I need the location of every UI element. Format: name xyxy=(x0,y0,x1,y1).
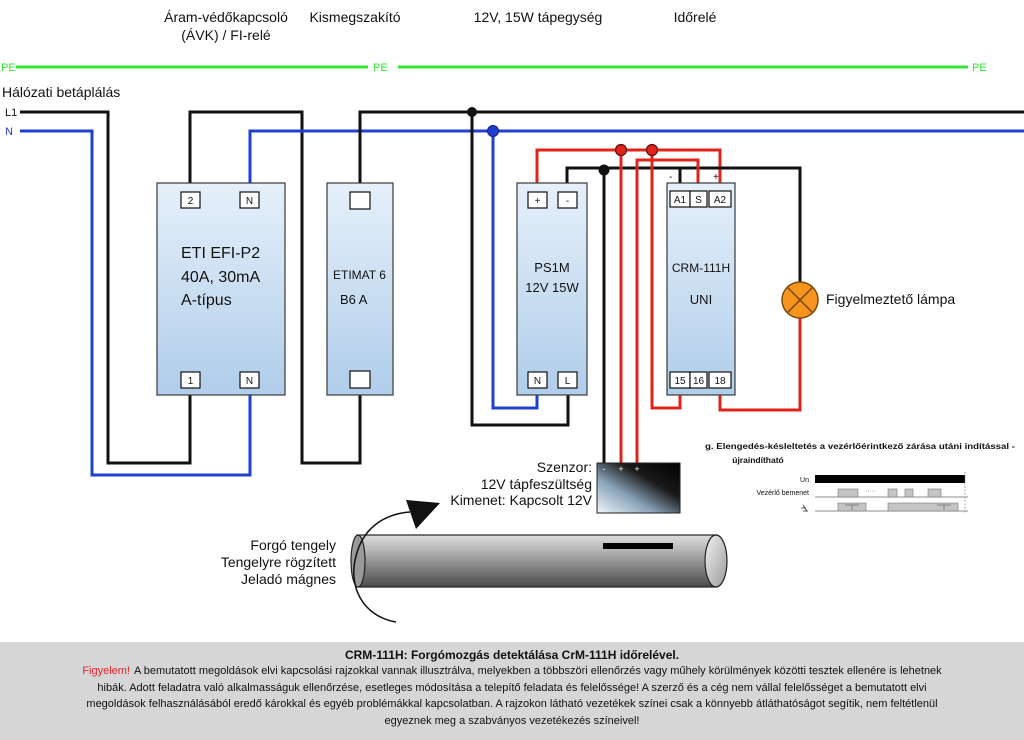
wire-n-feed xyxy=(20,129,252,477)
psu-terminal-n: N xyxy=(534,376,541,387)
junctions xyxy=(467,107,659,176)
supply-title: Hálózati betáplálás xyxy=(2,84,120,100)
relay-polarity-minus: - xyxy=(669,172,672,183)
psu-terminal-plus: + xyxy=(535,196,541,207)
warning-label: Figyelem! xyxy=(82,665,130,677)
wire-psu-n xyxy=(491,131,539,410)
top-titles: Áram-védőkapcsoló (ÁVK) / FI-relé Kismeg… xyxy=(164,9,716,43)
rcd-terminal-1: 1 xyxy=(188,376,194,387)
relay-terminal-18: 18 xyxy=(714,376,726,387)
relay-variant: UNI xyxy=(690,292,712,307)
shaft-magnet xyxy=(603,543,673,549)
sensor-pin-plus-supply: + xyxy=(618,464,623,474)
footer-line-4: egyeznek meg a szabványos vezetékezés sz… xyxy=(384,714,640,727)
junction-dc-plus-2 xyxy=(645,143,659,157)
mcb-model: ETIMAT 6 xyxy=(333,268,386,282)
junction-dc-plus-1 xyxy=(614,143,628,157)
pe-conductor: PE PE PE xyxy=(1,62,987,74)
disclaimer-footer: CRM-111H: Forgómozgás detektálása CrM-11… xyxy=(0,642,1024,740)
footer-line-2: hibák. Adott feladatra való alkalmasságu… xyxy=(97,681,927,694)
rcd-device: 2 N 1 N ETI EFI-P2 40A, 30mA A-típus xyxy=(156,182,286,396)
relay-contact-icon xyxy=(801,504,808,512)
sensor-title: Szenzor: xyxy=(537,459,592,475)
timing-title-line1: g. Elengedés-késleltetés a vezérlőérintk… xyxy=(705,441,1015,451)
pe-label-right: PE xyxy=(972,62,987,74)
relay-terminal-16: 16 xyxy=(693,376,705,387)
wire-sensor-output xyxy=(635,158,700,465)
relay-model: CRM-111H xyxy=(672,261,730,275)
relay-terminal-a2: A2 xyxy=(714,195,727,206)
wire-dc-plus-bus xyxy=(535,148,722,192)
footer-title: CRM-111H: Forgómozgás detektálása CrM-11… xyxy=(344,648,680,662)
shaft-label-line1: Forgó tengely xyxy=(250,537,336,553)
wires xyxy=(20,110,1024,477)
psu-terminal-l: L xyxy=(565,376,571,387)
relay-polarity-plus: + xyxy=(713,172,719,183)
wire-rcd-phase-out xyxy=(188,110,362,465)
timer-relay-device: - + A1 S A2 15 16 18 CRM-111H UNI xyxy=(666,172,736,396)
pe-label-middle: PE xyxy=(373,62,388,74)
rcd-type: A-típus xyxy=(181,292,232,309)
wire-neutral-bus xyxy=(248,129,1024,192)
relay-terminal-a1: A1 xyxy=(674,195,687,206)
wire-lamp-18 xyxy=(718,318,802,412)
wire-psu-l xyxy=(470,112,570,427)
wire-relay-15 xyxy=(650,150,682,410)
relay-terminal-s: S xyxy=(695,195,702,206)
footer-line-1: Figyelem! A bemutatott megoldások elvi ka… xyxy=(0,663,1024,680)
rcd-model: ETI EFI-P2 xyxy=(181,245,260,262)
rcd-terminal-n-bottom: N xyxy=(246,376,253,387)
psu-title: 12V, 15W tápegység xyxy=(474,9,603,25)
mcb-device: ETIMAT 6 B6 A xyxy=(326,182,394,396)
junction-phase xyxy=(467,107,477,117)
rotation-arrow-icon xyxy=(353,500,440,623)
psu-rating: 12V 15W xyxy=(525,280,579,295)
wiring-diagram: Áram-védőkapcsoló (ÁVK) / FI-relé Kismeg… xyxy=(1,9,1024,623)
rcd-terminal-2: 2 xyxy=(188,196,194,207)
sensor-pin-minus: - xyxy=(603,464,606,474)
shaft-label-line3: Jeladó mágnes xyxy=(241,571,336,587)
rcd-title-line2: (ÁVK) / FI-relé xyxy=(181,27,271,43)
wire-phase-bus xyxy=(358,110,1024,192)
mcb-rating: B6 A xyxy=(340,292,368,307)
sensor-supply-label: 12V tápfeszültség xyxy=(481,476,592,492)
timing-diagram: g. Elengedés-késleltetés a vezérlőérintk… xyxy=(705,441,1015,514)
relay-terminal-15: 15 xyxy=(674,376,686,387)
rcd-terminal-n-top: N xyxy=(246,196,253,207)
timing-row-supply: Un xyxy=(800,477,809,484)
shaft-label-line2: Tengelyre rögzített xyxy=(221,554,336,570)
junction-dc-minus xyxy=(598,164,610,176)
psu-model: PS1M xyxy=(534,260,569,275)
wire-l1-feed xyxy=(20,110,192,465)
junction-neutral xyxy=(487,125,499,137)
wire-dc-minus-bus xyxy=(565,166,802,283)
footer-line-3: megoldások felhasználásából eredő károkk… xyxy=(86,698,938,710)
mcb-title: Kismegszakító xyxy=(309,9,400,25)
footer-line-1-text: A bemutatott megoldások elvi kapcsolási … xyxy=(134,665,942,677)
timing-row-control: Vezérlő bemenet xyxy=(756,490,809,497)
n-label: N xyxy=(5,126,13,138)
lamp-label: Figyelmeztető lámpa xyxy=(826,291,955,307)
sensor-device: - + + xyxy=(596,462,681,514)
rcd-title-line1: Áram-védőkapcsoló xyxy=(164,9,288,25)
rcd-rating: 40A, 30mA xyxy=(181,269,260,286)
psu-terminal-minus: - xyxy=(566,196,569,207)
rotating-shaft xyxy=(350,534,728,588)
lamp-icon xyxy=(781,281,819,319)
sensor-output-label: Kimenet: Kapcsolt 12V xyxy=(450,492,592,508)
timing-title-line2: újraindítható xyxy=(732,455,783,465)
timer-title: Időrelé xyxy=(674,9,717,25)
sensor-pin-plus-output: + xyxy=(634,464,639,474)
l1-label: L1 xyxy=(5,107,17,119)
pe-label-left: PE xyxy=(1,62,16,74)
psu-device: + - N L PS1M 12V 15W xyxy=(516,182,588,396)
